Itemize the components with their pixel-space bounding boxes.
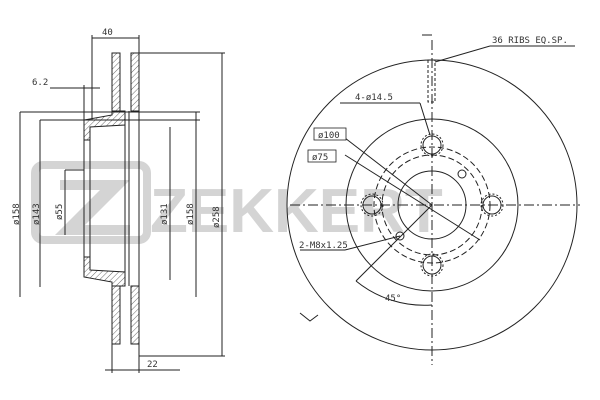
label-ribs: 36 RIBS EQ.SP. [492,36,568,46]
watermark-text: ZEKKERT [150,177,443,246]
label-center-bore: ø75 [312,153,328,163]
label-holes: 4-ø14.5 [355,93,393,103]
dim-overall-width: 40 [102,28,113,38]
label-threads: 2-M8x1.25 [299,241,348,251]
label-pcd: ø100 [318,131,340,141]
dim-d258: ø258 [212,206,222,228]
dim-hat-offset: 6.2 [32,78,48,88]
dim-disc-thickness: 22 [147,360,158,370]
label-angle: 45° [385,294,401,304]
dim-d158-right: ø158 [186,203,196,225]
front-view [286,34,580,365]
dim-d143: ø143 [32,203,42,225]
dim-d55: ø55 [55,204,65,220]
section-view [19,35,225,373]
watermark-logo: ZEKKERT [31,161,443,246]
dim-d131: ø131 [160,203,170,225]
dim-d158-left: ø158 [12,203,22,225]
